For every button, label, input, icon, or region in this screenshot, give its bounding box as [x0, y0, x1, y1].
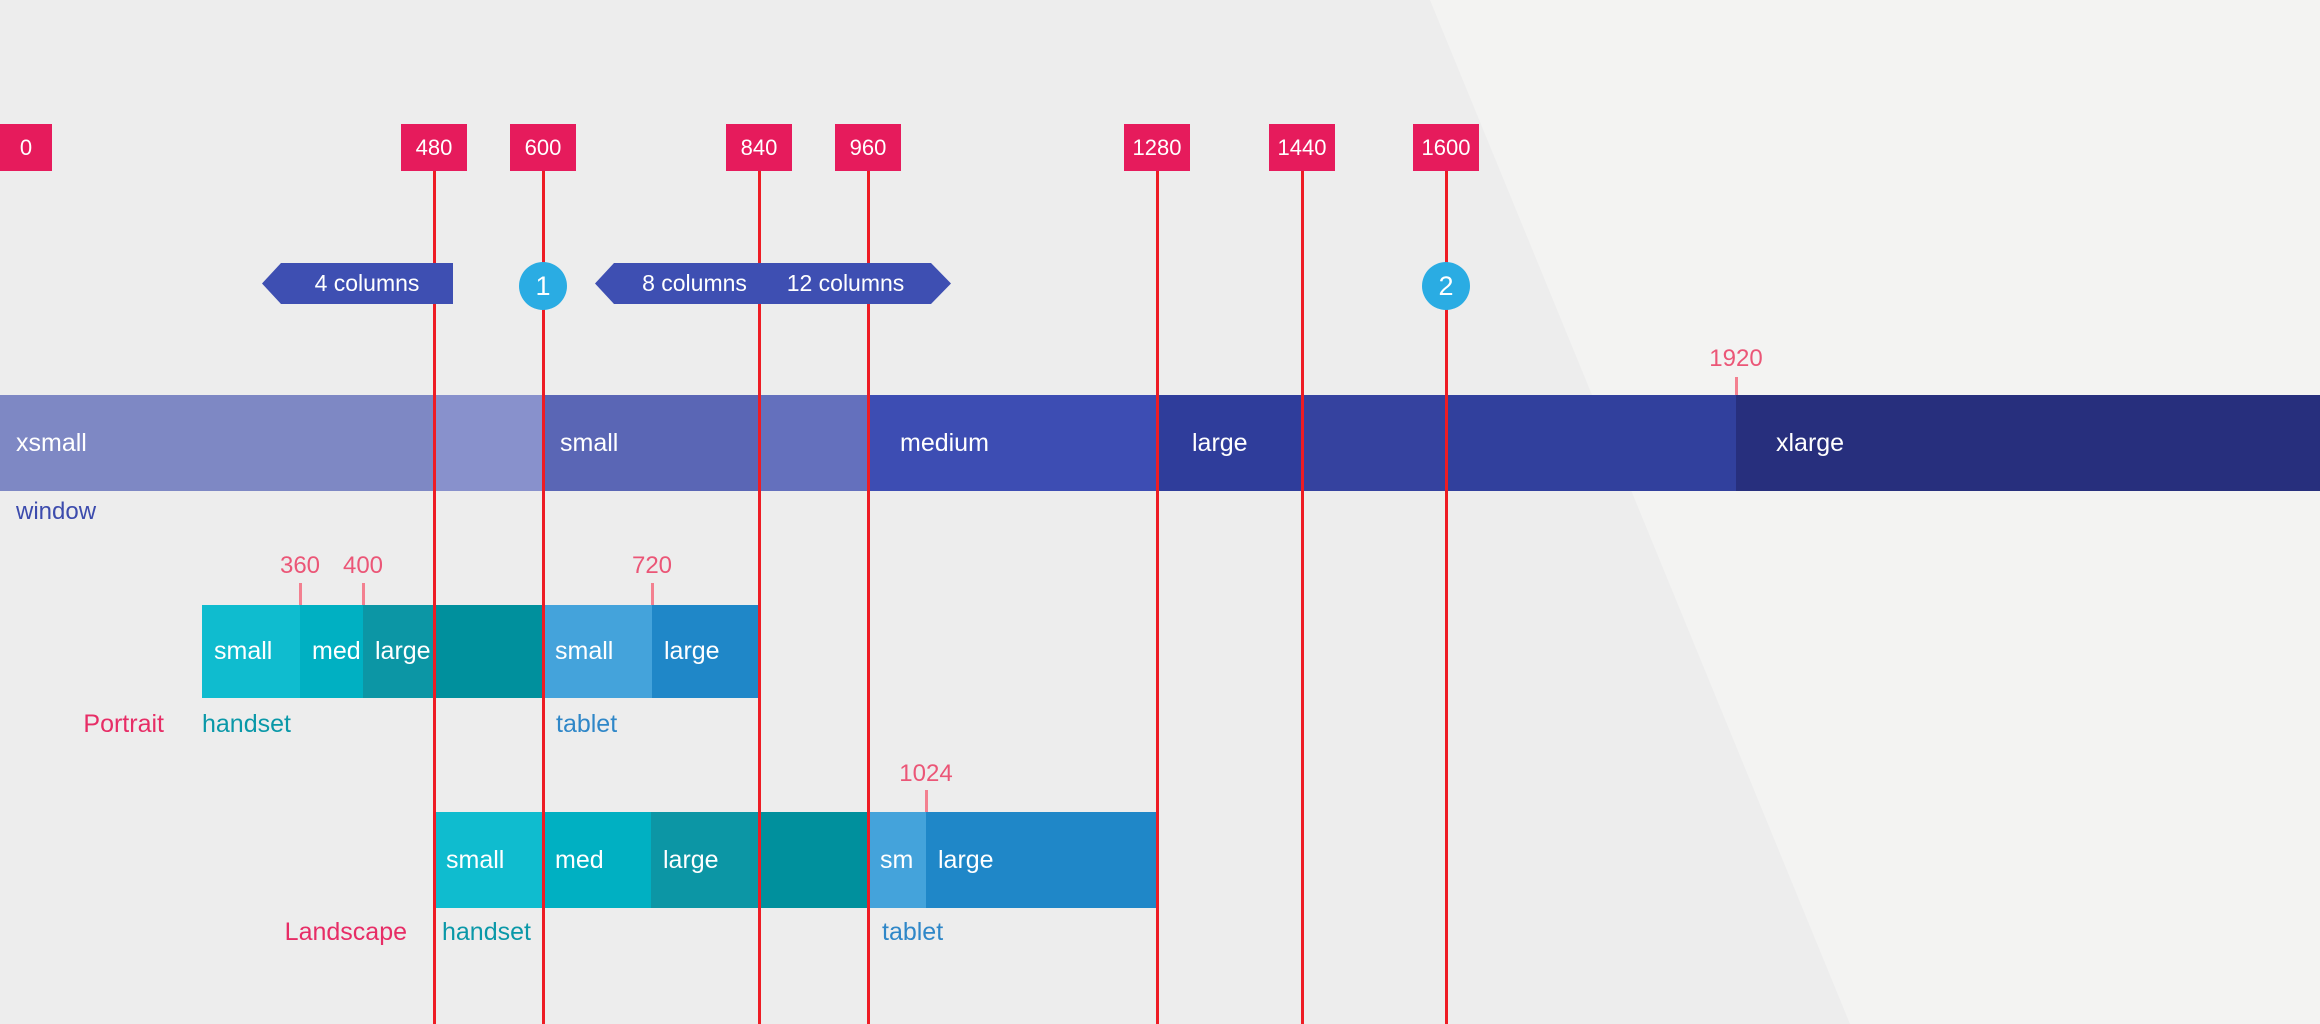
portrait-tick-400 — [361, 583, 365, 605]
ruler-marker-label: 0 — [19, 134, 33, 160]
window-band-segment-8 — [1736, 395, 2320, 491]
ruler-marker-600: 600 — [510, 124, 576, 171]
ruler-line-600 — [541, 171, 545, 1024]
ruler-marker-960: 960 — [835, 124, 901, 171]
window-band-label-xlarge: xlarge — [1776, 429, 1845, 457]
ruler-line-840 — [757, 171, 761, 1024]
window-band-segment-5 — [1157, 395, 1302, 491]
portrait-tick-720 — [650, 583, 654, 605]
grid-tag-8-columns: 8 columns — [595, 263, 775, 304]
window-band-label-medium: medium — [900, 429, 989, 457]
window-band-segment-0 — [0, 395, 434, 491]
ruler-marker-1440: 1440 — [1269, 124, 1335, 171]
window-band-label-xsmall: xsmall — [16, 429, 87, 457]
landscape-bar-segment-sm: sm — [868, 812, 926, 908]
ruler-marker-label: 960 — [849, 134, 887, 160]
window-band-segment-3 — [759, 395, 868, 491]
landscape-tick-label-1024: 1024 — [899, 760, 953, 787]
portrait-bar-segment-med: med — [300, 605, 363, 698]
window-band-segment-4 — [868, 395, 1157, 491]
portrait-tick-label-400: 400 — [342, 552, 384, 579]
secondary-marker-label: 1920 — [1709, 345, 1763, 372]
landscape-bar-segment-label: sm — [880, 845, 914, 874]
portrait-tick-label-720: 720 — [631, 552, 673, 579]
secondary-marker-tick — [1734, 377, 1738, 395]
ruler-marker-label: 480 — [415, 134, 453, 160]
portrait-group-label-handset: handset — [202, 710, 291, 738]
landscape-bar-segment-label: large — [663, 845, 719, 874]
grid-tag-12-columns: 12 columns — [760, 263, 951, 304]
ruler-marker-840: 840 — [726, 124, 792, 171]
ruler-marker-1600: 1600 — [1413, 124, 1479, 171]
ruler-line-1440 — [1300, 171, 1304, 1024]
portrait-bar-segment-label: large — [664, 637, 720, 665]
badge-2: 2 — [1422, 262, 1470, 310]
ruler-marker-480: 480 — [401, 124, 467, 171]
ruler-marker-label: 600 — [524, 134, 562, 160]
landscape-bar-segment-med: med — [543, 812, 651, 908]
landscape-bar-segment-large: large — [651, 812, 759, 908]
landscape-tick-1024 — [924, 790, 928, 812]
landscape-caption: Landscape — [284, 918, 407, 946]
ruler-marker-1280: 1280 — [1124, 124, 1190, 171]
window-caption: window — [16, 498, 97, 525]
portrait-bar-segment-label: med — [312, 637, 361, 665]
portrait-bar-segment-label: large — [375, 637, 431, 665]
ruler-line-960 — [866, 171, 870, 1024]
landscape-group-label-handset: handset — [442, 918, 531, 946]
window-band-label-small: small — [560, 429, 619, 457]
ruler-marker-label: 1280 — [1132, 134, 1182, 160]
portrait-bar-segment-large: large — [652, 605, 759, 698]
ruler-line-480 — [432, 171, 436, 1024]
window-band-segment-2 — [543, 395, 759, 491]
landscape-bar-segment-small: small — [434, 812, 543, 908]
landscape-bar-segment-label: small — [446, 845, 505, 874]
portrait-tick-360 — [298, 583, 302, 605]
ruler-line-1600 — [1444, 171, 1448, 1024]
ruler-line-1280 — [1155, 171, 1159, 1024]
landscape-bar-segment-gap — [759, 812, 868, 908]
portrait-group-label-tablet: tablet — [556, 710, 618, 738]
portrait-bar-segment-gap — [434, 605, 543, 698]
portrait-caption: Portrait — [83, 710, 164, 738]
window-band-segment-7 — [1446, 395, 1736, 491]
landscape-bar-segment-label: large — [938, 845, 994, 874]
landscape-bar-segment-label: med — [555, 845, 604, 874]
portrait-bar-segment-label: small — [555, 637, 614, 665]
window-band: xsmall small medium large xlarge — [0, 395, 2320, 491]
ruler-marker-label: 1440 — [1277, 134, 1327, 160]
ruler-marker-0: 0 — [0, 124, 52, 171]
portrait-tick-label-360: 360 — [279, 552, 321, 579]
grid-tag-4-columns: 4 columns — [262, 263, 453, 304]
window-band-segment-6 — [1302, 395, 1446, 491]
landscape-group-label-tablet: tablet — [882, 918, 944, 946]
window-band-segment-1 — [434, 395, 543, 491]
badge-1: 1 — [519, 262, 567, 310]
portrait-bar-segment-small: small — [202, 605, 300, 698]
window-band-label-large: large — [1192, 429, 1248, 457]
portrait-bar-segment-small: small — [543, 605, 652, 698]
portrait-bar-segment-label: small — [214, 637, 273, 665]
ruler-marker-label: 1600 — [1421, 134, 1471, 160]
portrait-bar-segment-large: large — [363, 605, 434, 698]
ruler-marker-label: 840 — [740, 134, 778, 160]
landscape-bar-segment-large: large — [926, 812, 1157, 908]
